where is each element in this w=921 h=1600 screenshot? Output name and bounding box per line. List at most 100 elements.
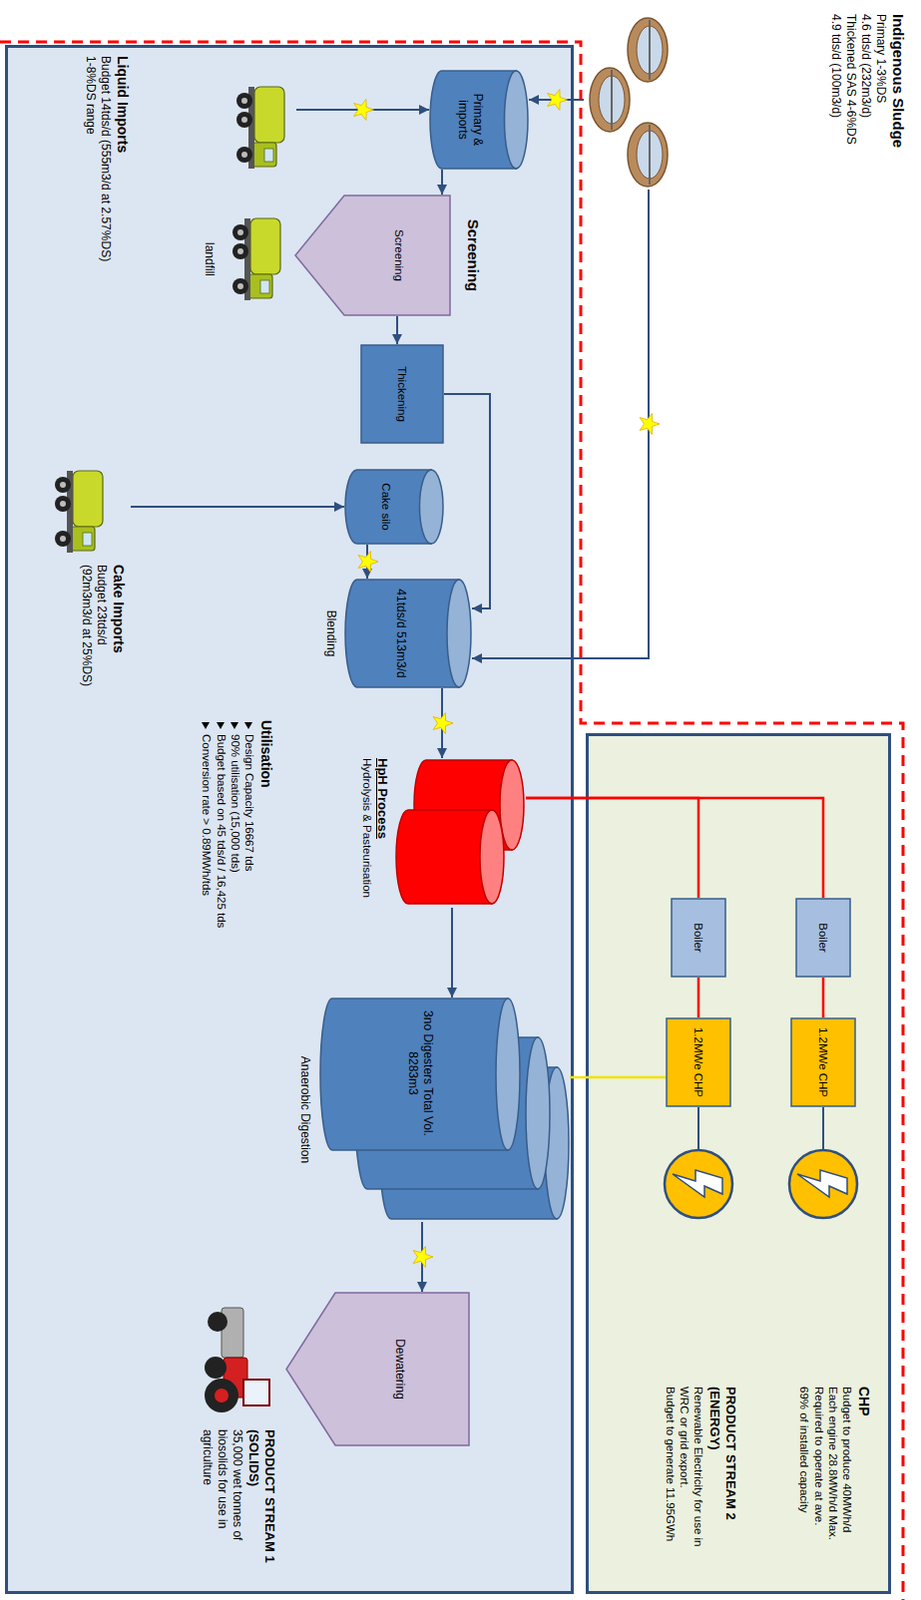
power-line [697, 1107, 700, 1151]
arrowhead [437, 748, 448, 759]
text-slot: Thickening [364, 348, 441, 441]
monitoring-star [358, 551, 379, 573]
text-slot: 41tds/d 513m3/d [356, 584, 447, 683]
truck-icon [232, 218, 281, 301]
node-heading: 3no Digesters Total Vol. 8283m3 [405, 1007, 436, 1140]
node-heading: PRODUCT STREAM 1 (SOLIDS) [245, 1429, 279, 1588]
cylinder-body [345, 579, 460, 688]
dewatering-arrow: Dewatering [285, 1292, 470, 1447]
connector [525, 798, 824, 899]
monitoring-star [547, 89, 568, 111]
truck-icon [54, 470, 103, 553]
text-slot: CHPBudget to produce 40MWh/dEach engine … [762, 1386, 873, 1587]
text-slot: Indigenous SludgePrimary 1-3%DS4.6 tds/d… [797, 13, 908, 190]
product-stream: PRODUCT STREAM 1 (SOLIDS)35,000 wet tonn… [127, 1302, 278, 1589]
node-heading: landfill [201, 209, 217, 310]
node-text: Budget 14tds/d (555m3/d at 2.57%DS) [98, 55, 114, 284]
node-text: Required to operate at ave. [811, 1386, 826, 1587]
text-slot: 3no Digesters Total Vol. 8283m3 [370, 1007, 470, 1140]
monitoring-star [639, 414, 660, 436]
cylinder-top [419, 469, 444, 544]
chp-engine: 1.2MWe CHP [665, 1017, 732, 1108]
node-text: Design Capacity 16667 tds [242, 720, 257, 952]
node-text: Renewable Electricity for use in WRC or … [677, 1386, 707, 1567]
monitoring-star [433, 713, 454, 735]
cylinder-body [320, 998, 508, 1151]
node-text: 90% utilisation (15,000 tds) [228, 720, 243, 952]
node-heading: Liquid Imports [113, 55, 132, 284]
cylinder-body [345, 469, 432, 544]
node-heading: Anaerobic Digestion [297, 997, 313, 1223]
blending-tank: 41tds/d 513m3/d Blending [312, 578, 472, 689]
node-heading: 1.2MWe CHP [816, 1020, 831, 1105]
node-text: Conversion rate > 0.89MWh/tds [199, 720, 214, 952]
panel-background [587, 735, 891, 1594]
text-slot: Dewatering [350, 1298, 451, 1441]
node-heading: Cake silo [379, 472, 394, 541]
text-slot: UtilisationDesign Capacity 16667 tds90% … [174, 720, 275, 952]
node-shape [344, 468, 445, 545]
process-box [671, 899, 726, 977]
tank-cylinder: Primary & imports [429, 69, 529, 170]
text-slot: Screening [354, 200, 445, 311]
node-shape [285, 1292, 470, 1447]
process-box [791, 1018, 856, 1107]
text-slot: Boiler [798, 901, 849, 975]
text-slot: 1.2MWe CHP [793, 1020, 854, 1105]
arrowhead [471, 653, 482, 664]
process-box [361, 345, 444, 444]
connector [444, 394, 490, 609]
node-heading: Blending [323, 578, 339, 689]
connector [525, 798, 699, 899]
boiler-box: Boiler [795, 898, 852, 978]
node-shape [30, 468, 131, 559]
monitoring-star [354, 99, 375, 121]
node-heading: Utilisation [257, 720, 276, 952]
text-slot: landfill [194, 209, 217, 310]
arrowhead [437, 184, 448, 195]
cylinder-body [396, 810, 492, 905]
node-heading: Dewatering [393, 1298, 409, 1441]
hph-reactor: HpH ProcessHydrolysis & Pasteurisation [341, 758, 526, 909]
cylinder-top [503, 70, 528, 169]
lightning-bolt [672, 1170, 723, 1198]
text-slot: PRODUCT STREAM 2 (ENERGY)Renewable Elect… [598, 1386, 739, 1567]
connector [822, 977, 826, 1018]
cylinder-top [495, 998, 520, 1151]
node-heading: Boiler [691, 901, 706, 975]
text-slot: HpH ProcessHydrolysis & Pasteurisation [344, 758, 391, 909]
node-heading: CHP [855, 1386, 874, 1587]
connector [697, 977, 701, 1018]
node-text: Hydrolysis & Pasteurisation [359, 758, 374, 909]
connector [451, 908, 454, 998]
digester-group: 3no Digesters Total Vol. 8283m3 Anaerobic… [285, 997, 570, 1223]
node-heading: Indigenous Sludge [888, 13, 908, 190]
node-heading: PRODUCT STREAM 2 (ENERGY) [706, 1386, 740, 1567]
process-box [666, 1018, 731, 1107]
text-slot: Primary & imports [435, 75, 505, 164]
node-text: Primary 1-3%DS [873, 13, 889, 190]
tank-cylinder: Cake silo [344, 468, 445, 545]
node-heading: Primary & imports [455, 75, 485, 164]
node-text: (92m3m3/d at 25%DS) [79, 564, 95, 740]
electricity-symbol [664, 1150, 733, 1219]
arrowhead [417, 1282, 428, 1293]
node-text: 69% of installed capacity [797, 1386, 812, 1587]
cylinder-top [499, 760, 524, 851]
text-slot: 1.2MWe CHP [668, 1020, 729, 1105]
node-text: Thickened SAS 4-6%DS [843, 13, 859, 190]
text-slot: Boiler [673, 901, 724, 975]
chp-engine: 1.2MWe CHP [790, 1017, 857, 1108]
block-arrow [295, 195, 451, 316]
node-text: Budget based on 45 tds/d / 16,425 tds [213, 720, 228, 952]
block-arrow [286, 1293, 469, 1446]
cylinder-top [525, 1037, 550, 1190]
lightning-bolt [797, 1170, 848, 1198]
connector [569, 1076, 666, 1080]
truck-icon [236, 86, 285, 169]
node-heading: Screening [462, 194, 482, 317]
node-text: 4.6 tds/d (232m3/d) [858, 13, 874, 190]
text-slot: Cake ImportsBudget 23tds/d(92m3m3/d at 2… [56, 564, 127, 740]
process-box: Thickening [360, 344, 445, 445]
node-text: Budget 23tds/d [94, 564, 110, 740]
